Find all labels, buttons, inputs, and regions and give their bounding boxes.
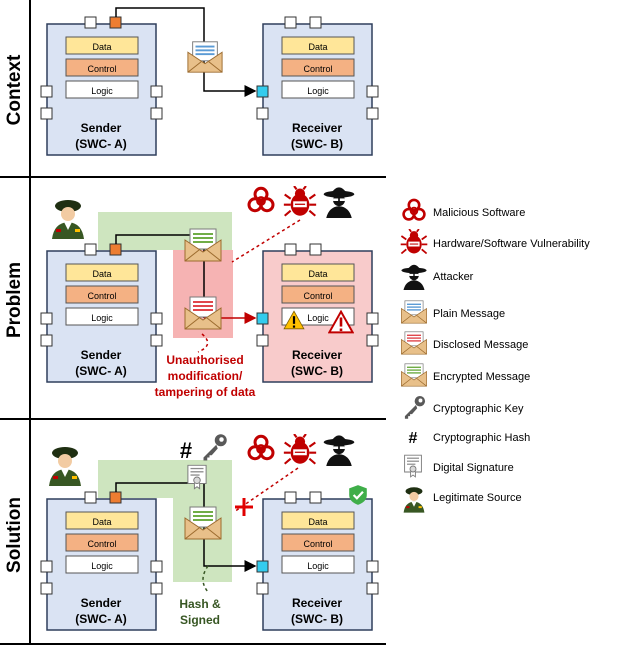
row-frame — [0, 0, 386, 645]
sender-output-port — [109, 16, 122, 29]
encrypted-message-icon — [184, 228, 222, 262]
svg-text:Data: Data — [308, 517, 327, 527]
plain-message-icon — [187, 41, 223, 73]
receiver-component: Data Control Logic Receiver (SWC- B) — [256, 16, 379, 156]
tamper-label-3: tampering of data — [155, 385, 256, 399]
solution-row: Data Control Logic Sender (SWC- A) Data … — [40, 434, 379, 631]
hash-icon: # — [180, 438, 192, 463]
svg-text:Sender: Sender — [81, 596, 122, 610]
row-label-context: Context — [4, 54, 25, 125]
legend-label: Hardware/Software Vulnerability — [433, 238, 590, 250]
legend-label: Plain Message — [433, 308, 505, 320]
sender-subtitle: (SWC- A) — [75, 137, 127, 151]
legend-attacker-icon — [401, 264, 427, 290]
row-label-solution: Solution — [4, 497, 25, 573]
legend-label: Malicious Software — [433, 207, 525, 219]
biohazard-icon — [247, 186, 275, 213]
message-flow-arrow — [115, 7, 257, 97]
row-label-problem: Problem — [4, 262, 25, 338]
receiver-component: Data Control Logic Receiver (SWC- B) — [256, 243, 379, 383]
svg-text:Sender: Sender — [81, 348, 122, 362]
logic-label: Logic — [91, 86, 113, 96]
svg-text:Logic: Logic — [91, 313, 113, 323]
hash-signed-label-1: Hash & — [179, 597, 221, 611]
svg-text:Logic: Logic — [307, 86, 329, 96]
svg-text:Data: Data — [92, 517, 111, 527]
legend-label: Cryptographic Key — [433, 403, 524, 415]
data-label: Data — [92, 42, 111, 52]
receiver-subtitle: (SWC- B) — [291, 137, 343, 151]
attacker-icon — [323, 435, 355, 466]
legitimate-source-icon — [52, 200, 84, 239]
legend: Malicious Software Hardware/Software Vul… — [400, 198, 590, 513]
receiver-title: Receiver — [292, 121, 342, 135]
legend-encrypted-message-icon — [401, 363, 427, 387]
svg-text:(SWC- B): (SWC- B) — [291, 364, 343, 378]
legend-disclosed-message-icon — [401, 331, 427, 355]
control-label: Control — [87, 64, 116, 74]
svg-text:Receiver: Receiver — [292, 348, 342, 362]
legitimate-source-icon — [49, 447, 81, 486]
sender-title: Sender — [81, 121, 122, 135]
blocked-cross-icon — [235, 498, 253, 516]
svg-text:(SWC- B): (SWC- B) — [291, 612, 343, 626]
sender-component: Data Control Logic Sender (SWC- A) — [40, 243, 163, 383]
biohazard-icon — [247, 434, 275, 461]
legend-certificate-icon — [404, 454, 422, 478]
legend-key-icon — [404, 395, 426, 419]
bug-icon — [283, 186, 317, 217]
key-icon — [203, 434, 227, 461]
legend-label: Legitimate Source — [433, 492, 522, 504]
svg-text:Logic: Logic — [307, 561, 329, 571]
attacker-icon — [323, 187, 355, 218]
receiver-component: Data Control Logic Receiver (SWC- B) — [256, 491, 379, 631]
sender-component: Data Control Logic Sender (SWC- A) — [40, 491, 163, 631]
bug-icon — [283, 434, 317, 465]
tamper-label-1: Unauthorised — [166, 353, 243, 367]
legend-bug-icon — [400, 229, 428, 255]
svg-text:Data: Data — [308, 42, 327, 52]
context-row: Data Control Logic Sender (SWC- A) Data … — [40, 7, 379, 156]
legend-label: Attacker — [433, 271, 474, 283]
legend-hash-icon: # — [409, 430, 418, 447]
disclosed-message-icon — [184, 296, 222, 330]
legend-label: Digital Signature — [433, 462, 514, 474]
svg-text:(SWC- A): (SWC- A) — [75, 364, 127, 378]
legend-label: Disclosed Message — [433, 339, 528, 351]
svg-text:(SWC- A): (SWC- A) — [75, 612, 127, 626]
legend-plain-message-icon — [401, 300, 427, 324]
tamper-label-2: modification/ — [168, 369, 243, 383]
svg-text:Receiver: Receiver — [292, 596, 342, 610]
svg-text:Logic: Logic — [91, 561, 113, 571]
problem-row: Data Control Logic Sender (SWC- A) Data … — [40, 186, 379, 399]
encrypted-message-icon — [184, 506, 222, 540]
legend-soldier-icon — [403, 487, 425, 513]
legend-label: Encrypted Message — [433, 371, 530, 383]
svg-text:Control: Control — [303, 539, 332, 549]
svg-text:Data: Data — [308, 269, 327, 279]
receiver-input-port — [256, 85, 269, 98]
svg-text:Control: Control — [303, 64, 332, 74]
sender-component: Data Control Logic Sender (SWC- A) — [40, 16, 163, 156]
svg-text:Control: Control — [303, 291, 332, 301]
svg-text:Logic: Logic — [307, 313, 329, 323]
legend-biohazard-icon — [402, 198, 426, 221]
svg-text:Control: Control — [87, 539, 116, 549]
svg-text:Data: Data — [92, 269, 111, 279]
svg-text:Control: Control — [87, 291, 116, 301]
hash-signed-label-2: Signed — [180, 613, 220, 627]
legend-label: Cryptographic Hash — [433, 432, 530, 444]
